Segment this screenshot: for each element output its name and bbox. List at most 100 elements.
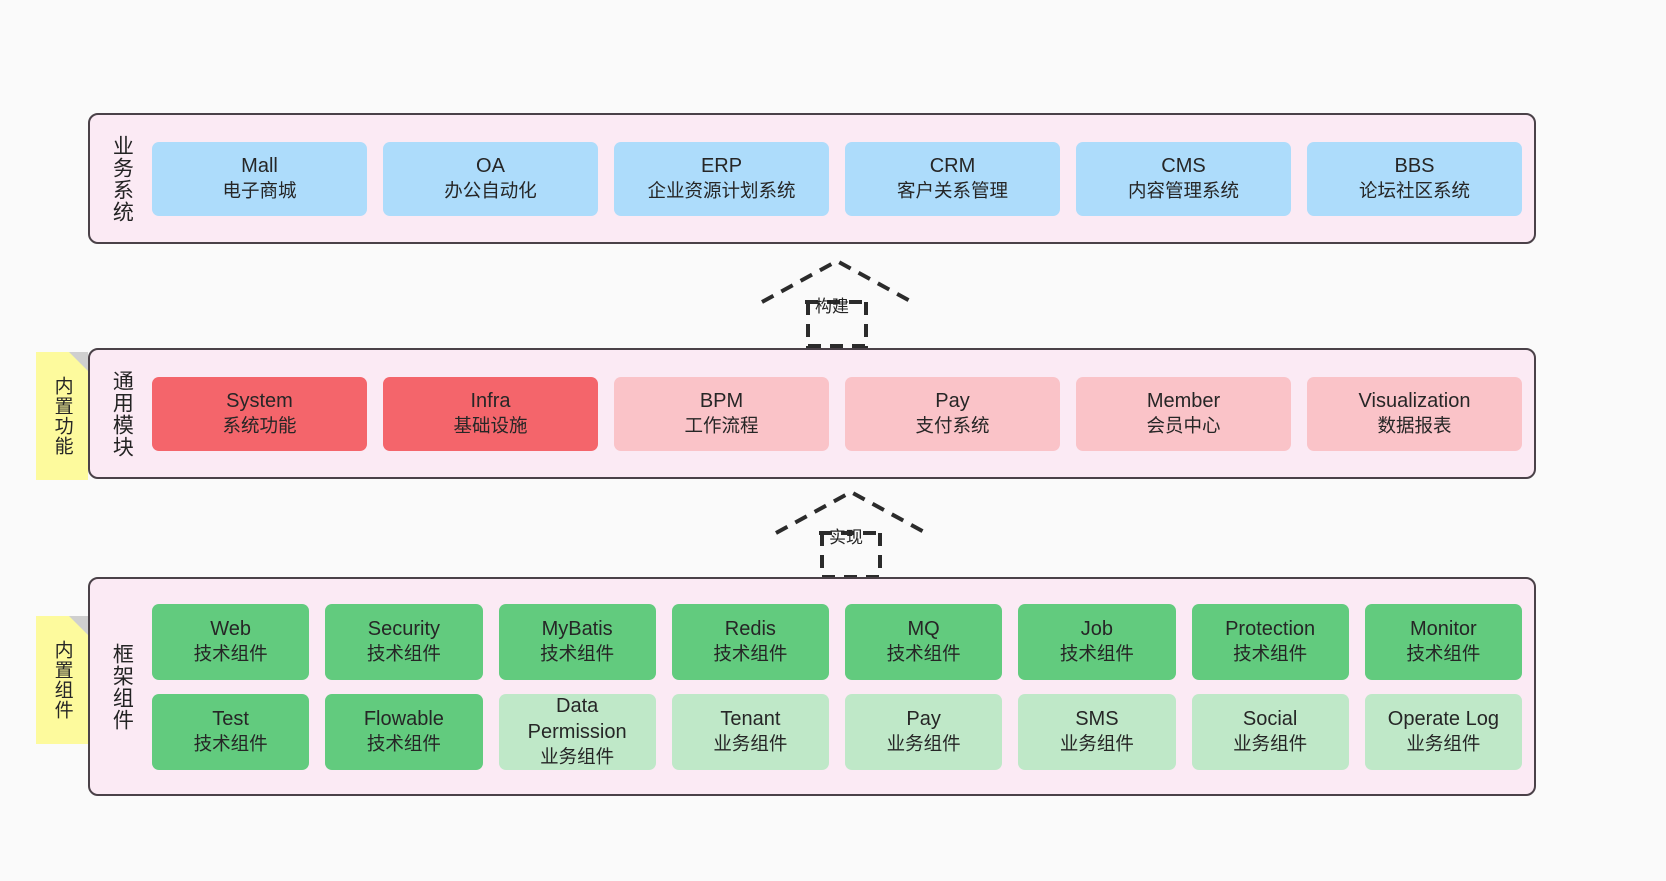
card-data-permission[interactable]: Data Permission 业务组件 [498, 693, 656, 770]
card-title-en: Operate Log [1387, 707, 1499, 730]
card-oa[interactable]: OA 办公自动化 [383, 141, 598, 216]
card-title-cn: 办公自动化 [444, 180, 537, 202]
card-title-en: CRM [929, 154, 976, 177]
card-title-cn: 技术组件 [1233, 643, 1308, 665]
card-member[interactable]: Member 会员中心 [1076, 376, 1291, 451]
page-fold-icon [69, 616, 88, 635]
layer-body-common: System 系统功能 Infra 基础设施 BPM 工作流程 Pay 支付系统… [140, 360, 1522, 467]
card-title-en: ERP [700, 154, 743, 177]
card-title-cn: 业务组件 [886, 733, 961, 755]
card-title-cn: 支付系统 [915, 415, 990, 437]
card-title-cn: 技术组件 [713, 643, 788, 665]
card-title-en: Member [1146, 389, 1221, 412]
arrow-label-implement: 实现 [829, 528, 863, 547]
card-row: System 系统功能 Infra 基础设施 BPM 工作流程 Pay 支付系统… [152, 376, 1522, 451]
sticky-note-label: 内置功能 [51, 376, 73, 456]
card-web[interactable]: Web 技术组件 [152, 603, 310, 680]
card-title-en: Job [1080, 617, 1113, 640]
card-title-en: Visualization [1358, 389, 1471, 412]
sticky-note-builtin-features: 内置功能 [36, 352, 88, 480]
card-title-en: OA [476, 154, 505, 177]
card-title-cn: 业务组件 [713, 733, 788, 755]
card-title-cn: 基础设施 [453, 415, 528, 437]
card-title-cn: 技术组件 [886, 643, 961, 665]
card-title-cn: 工作流程 [684, 415, 759, 437]
card-protection[interactable]: Protection 技术组件 [1191, 603, 1349, 680]
card-system[interactable]: System 系统功能 [152, 376, 367, 451]
card-flowable[interactable]: Flowable 技术组件 [325, 693, 483, 770]
card-title-en: Tenant [720, 707, 781, 730]
card-title-en: MQ [907, 617, 940, 640]
card-title-en: MyBatis [541, 617, 613, 640]
card-title-cn: 技术组件 [193, 643, 268, 665]
card-title-cn: 数据报表 [1377, 415, 1452, 437]
card-title-en: BPM [699, 389, 744, 412]
card-title-en: System [226, 389, 293, 412]
layer-title-frame: 框架组件 [110, 642, 134, 731]
card-cms[interactable]: CMS 内容管理系统 [1076, 141, 1291, 216]
card-mall[interactable]: Mall 电子商城 [152, 141, 367, 216]
card-tenant[interactable]: Tenant 业务组件 [671, 693, 829, 770]
card-title-en: Pay [935, 389, 970, 412]
card-operate-log[interactable]: Operate Log 业务组件 [1364, 693, 1522, 770]
card-title-cn: 技术组件 [193, 733, 268, 755]
card-security[interactable]: Security 技术组件 [325, 603, 483, 680]
card-title-cn: 业务组件 [1406, 733, 1481, 755]
card-title-en: Monitor [1410, 617, 1477, 640]
layer-title-business: 业务系统 [110, 134, 134, 223]
card-title-en: SMS [1075, 707, 1119, 730]
card-title-en: Web [210, 617, 251, 640]
card-title-en: Protection [1225, 617, 1316, 640]
card-erp[interactable]: ERP 企业资源计划系统 [614, 141, 829, 216]
card-title-en: Infra [470, 389, 511, 412]
card-title-en: Test [212, 707, 249, 730]
card-title-en: Pay [906, 707, 941, 730]
card-title-en: Redis [724, 617, 776, 640]
card-job[interactable]: Job 技术组件 [1018, 603, 1176, 680]
card-redis[interactable]: Redis 技术组件 [671, 603, 829, 680]
card-title-en: Mall [241, 154, 278, 177]
card-title-cn: 技术组件 [366, 733, 441, 755]
card-title-en: BBS [1394, 154, 1435, 177]
card-title-cn: 会员中心 [1146, 415, 1221, 437]
card-title-en: Social [1242, 707, 1298, 730]
card-title-cn: 技术组件 [366, 643, 441, 665]
layer-body-business: Mall 电子商城 OA 办公自动化 ERP 企业资源计划系统 CRM 客户关系… [140, 125, 1522, 232]
card-title-cn: 业务组件 [1233, 733, 1308, 755]
card-title-cn: 论坛社区系统 [1358, 180, 1470, 202]
card-title-cn: 技术组件 [540, 643, 615, 665]
card-title-cn: 内容管理系统 [1127, 180, 1239, 202]
card-monitor[interactable]: Monitor 技术组件 [1364, 603, 1522, 680]
card-title-en: Security [367, 617, 440, 640]
layer-title-common: 通用模块 [110, 369, 134, 458]
card-title-cn: 技术组件 [1059, 643, 1134, 665]
card-title-cn: 业务组件 [540, 746, 615, 768]
card-mybatis[interactable]: MyBatis 技术组件 [498, 603, 656, 680]
card-title-cn: 企业资源计划系统 [647, 180, 796, 202]
card-title-cn: 系统功能 [222, 415, 297, 437]
card-title-cn: 电子商城 [222, 180, 297, 202]
card-pay[interactable]: Pay 支付系统 [845, 376, 1060, 451]
arrow-label-build: 构建 [815, 297, 849, 316]
card-bpm[interactable]: BPM 工作流程 [614, 376, 829, 451]
card-bbs[interactable]: BBS 论坛社区系统 [1307, 141, 1522, 216]
card-title-cn: 业务组件 [1059, 733, 1134, 755]
layer-common-modules: 通用模块 System 系统功能 Infra 基础设施 BPM 工作流程 Pay… [88, 348, 1536, 479]
card-social[interactable]: Social 业务组件 [1191, 693, 1349, 770]
card-mq[interactable]: MQ 技术组件 [845, 603, 1003, 680]
card-test[interactable]: Test 技术组件 [152, 693, 310, 770]
card-row: Mall 电子商城 OA 办公自动化 ERP 企业资源计划系统 CRM 客户关系… [152, 141, 1522, 216]
card-title-en: Flowable [363, 707, 444, 730]
card-title-en: CMS [1161, 154, 1206, 177]
layer-body-frame: Web 技术组件 Security 技术组件 MyBatis 技术组件 Redi… [140, 589, 1522, 784]
sticky-note-label: 内置组件 [51, 640, 73, 720]
card-visualization[interactable]: Visualization 数据报表 [1307, 376, 1522, 451]
card-sms[interactable]: SMS 业务组件 [1018, 693, 1176, 770]
card-infra[interactable]: Infra 基础设施 [383, 376, 598, 451]
layer-business-systems: 业务系统 Mall 电子商城 OA 办公自动化 ERP 企业资源计划系统 CRM… [88, 113, 1536, 244]
card-crm[interactable]: CRM 客户关系管理 [845, 141, 1060, 216]
card-title-cn: 客户关系管理 [896, 180, 1008, 202]
page-fold-icon [69, 352, 88, 371]
card-pay-business[interactable]: Pay 业务组件 [845, 693, 1003, 770]
